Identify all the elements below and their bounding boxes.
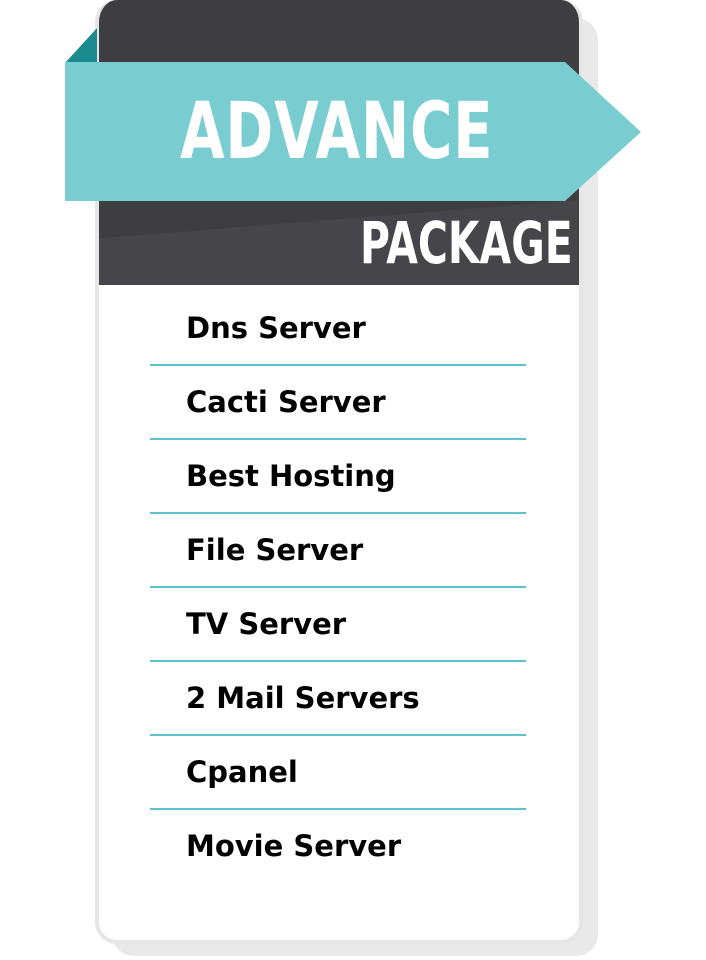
feature-label: Cpanel	[186, 755, 298, 789]
feature-item: Cpanel	[150, 736, 526, 810]
title-ribbon	[65, 62, 641, 201]
feature-item: Movie Server	[150, 810, 526, 884]
feature-list: Dns Server Cacti Server Best Hosting Fil…	[150, 292, 526, 884]
feature-label: TV Server	[186, 607, 347, 641]
ribbon-fold	[65, 28, 97, 63]
feature-item: TV Server	[150, 588, 526, 662]
package-subtitle: PACKAGE	[360, 209, 573, 277]
feature-label: 2 Mail Servers	[186, 681, 420, 715]
feature-item: 2 Mail Servers	[150, 662, 526, 736]
feature-item: Best Hosting	[150, 440, 526, 514]
feature-item: File Server	[150, 514, 526, 588]
feature-label: Dns Server	[186, 311, 366, 345]
package-title: ADVANCE	[180, 87, 494, 177]
feature-label: Cacti Server	[186, 385, 386, 419]
feature-item: Cacti Server	[150, 366, 526, 440]
feature-label: File Server	[186, 533, 364, 567]
feature-label: Best Hosting	[186, 459, 396, 493]
feature-label: Movie Server	[186, 829, 402, 863]
feature-item: Dns Server	[150, 292, 526, 366]
